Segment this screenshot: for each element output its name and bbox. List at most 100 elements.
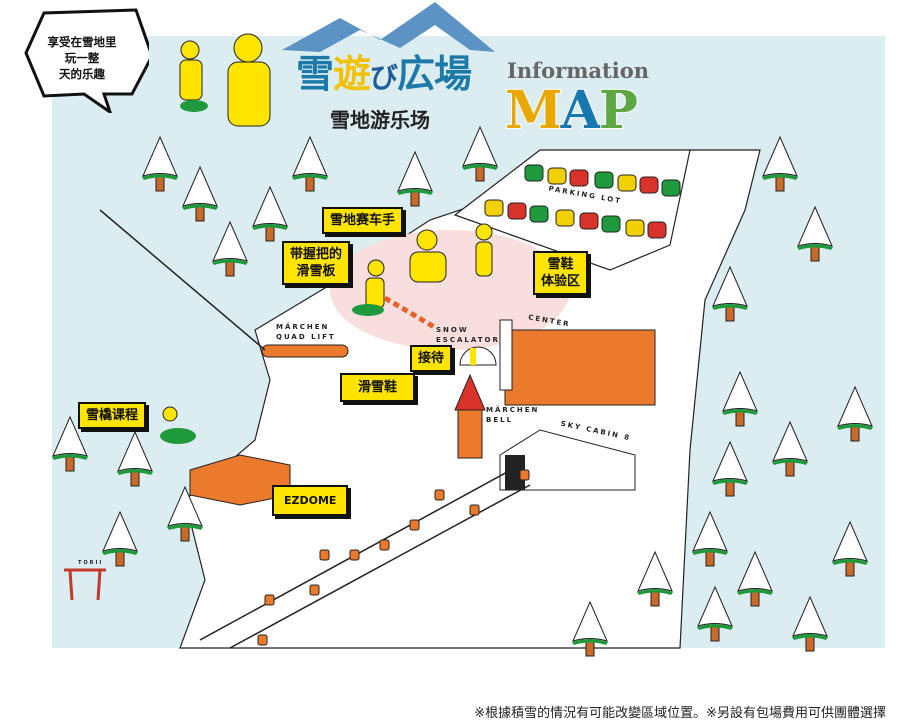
snow-tree-icon: [772, 420, 808, 477]
snow-tree-icon: [117, 430, 153, 487]
parked-car-icon: [625, 219, 645, 237]
label-ezdome[interactable]: EZDOME: [272, 485, 349, 516]
mascot-snowboarder: [179, 40, 208, 112]
mountain-icon: [282, 2, 495, 52]
torii-gate: [64, 568, 106, 601]
bubble-line: 天的乐趣: [59, 67, 105, 81]
logo-title: 雪遊び広場: [296, 52, 472, 100]
snow-tree-icon: [837, 385, 873, 442]
snow-tree-icon: [797, 205, 833, 262]
parked-car-icon: [529, 205, 549, 223]
snow-tree-icon: [697, 585, 733, 642]
bubble-line: 玩一整: [64, 51, 100, 65]
gondola-cabin-icon: [257, 634, 268, 646]
snow-tree-icon: [572, 600, 608, 657]
quad-lift-station: [261, 344, 349, 358]
marchen-bell-tower: [454, 373, 486, 459]
gondola-cabin-icon: [309, 584, 320, 596]
snow-escalator-label: SNOW ESCALATOR: [436, 325, 500, 345]
map-letter: A: [560, 79, 602, 142]
snow-tree-icon: [212, 220, 248, 277]
torii-label: TORII: [78, 560, 104, 566]
bubble-line: 享受在雪地里: [47, 35, 117, 49]
label-line: QUAD LIFT: [276, 333, 336, 341]
label-ski-shoes[interactable]: 滑雪鞋: [340, 373, 416, 402]
label-handle-snowboard[interactable]: 带握把的滑雪板: [282, 241, 351, 285]
parked-car-icon: [647, 221, 667, 239]
logo-char: 雪: [296, 52, 334, 96]
parked-car-icon: [484, 199, 504, 217]
label-line: MÄRCHEN: [276, 323, 330, 331]
snow-tree-icon: [52, 415, 88, 472]
gondola-cabin-icon: [349, 549, 360, 561]
snow-tree-icon: [692, 510, 728, 567]
parked-car-icon: [601, 215, 621, 233]
footnote: ※根據積雪的情況有可能改變區域位置。※另設有包場費用可供團體選擇: [474, 706, 886, 721]
snow-racer-figure: [409, 229, 447, 283]
snowshoe-figure: [475, 223, 493, 277]
snow-tree-icon: [792, 595, 828, 652]
snow-tree-icon: [397, 150, 433, 207]
snow-tree-icon: [167, 485, 203, 542]
sledder-figure: [160, 406, 196, 444]
logo-char: び: [370, 61, 398, 94]
map-heading: MAP: [504, 79, 639, 142]
reception-dome: [459, 346, 497, 366]
sky-cabin-station: [499, 429, 636, 491]
parked-car-icon: [639, 176, 659, 194]
snow-tree-icon: [722, 370, 758, 427]
gondola-cabin-icon: [379, 539, 390, 551]
parked-car-icon: [547, 167, 567, 185]
label-line: MÄRCHEN: [486, 406, 540, 414]
parked-car-icon: [579, 212, 599, 230]
snow-tree-icon: [462, 125, 498, 182]
label-sled-course[interactable]: 雪橇课程: [78, 402, 147, 429]
gondola-cabin-icon: [409, 519, 420, 531]
quad-lift-cable: [99, 209, 266, 351]
gondola-cabin-icon: [434, 489, 445, 501]
snow-tree-icon: [182, 165, 218, 222]
label-line: BELL: [486, 416, 514, 424]
snowboard-figure: [352, 259, 385, 316]
mascot-skier: [227, 33, 271, 127]
map-letter: M: [504, 79, 564, 142]
snow-tree-icon: [737, 550, 773, 607]
gondola-cabin-icon: [264, 594, 275, 606]
label-line: SNOW: [436, 326, 469, 334]
snow-tree-icon: [712, 440, 748, 497]
logo-char: 広場: [397, 52, 472, 96]
information-heading: Information: [507, 58, 649, 83]
speech-bubble: 享受在雪地里玩一整天的乐趣: [14, 8, 149, 113]
marchen-bell-label: MÄRCHEN BELL: [486, 405, 539, 425]
label-line: 雪鞋: [547, 257, 574, 272]
label-line: 体验区: [541, 274, 581, 289]
label-line: ESCALATOR: [436, 336, 500, 344]
label-line: 带握把的: [290, 247, 343, 262]
parked-car-icon: [507, 202, 527, 220]
parked-car-icon: [594, 171, 614, 189]
label-snow-racer[interactable]: 雪地赛车手: [322, 207, 404, 234]
center-building: [499, 319, 656, 406]
quad-lift-label: MÄRCHEN QUAD LIFT: [276, 322, 336, 342]
parked-car-icon: [569, 169, 589, 187]
label-reception[interactable]: 接待: [410, 345, 453, 372]
parked-car-icon: [661, 179, 681, 197]
parked-car-icon: [617, 174, 637, 192]
snow-tree-icon: [102, 510, 138, 567]
gondola-cable: [199, 464, 521, 641]
label-line: 滑雪板: [296, 264, 336, 279]
snow-tree-icon: [832, 520, 868, 577]
gondola-cable: [229, 484, 531, 649]
gondola-cabin-icon: [519, 469, 530, 481]
logo-char: 遊: [333, 52, 371, 96]
snow-tree-icon: [762, 135, 798, 192]
label-snowshoe-area[interactable]: 雪鞋体验区: [533, 251, 589, 295]
gondola-cabin-icon: [469, 504, 480, 516]
snow-tree-icon: [252, 185, 288, 242]
snow-tree-icon: [637, 550, 673, 607]
map-letter: P: [598, 79, 639, 142]
parked-car-icon: [555, 209, 575, 227]
snow-tree-icon: [712, 265, 748, 322]
parked-car-icon: [524, 164, 544, 182]
